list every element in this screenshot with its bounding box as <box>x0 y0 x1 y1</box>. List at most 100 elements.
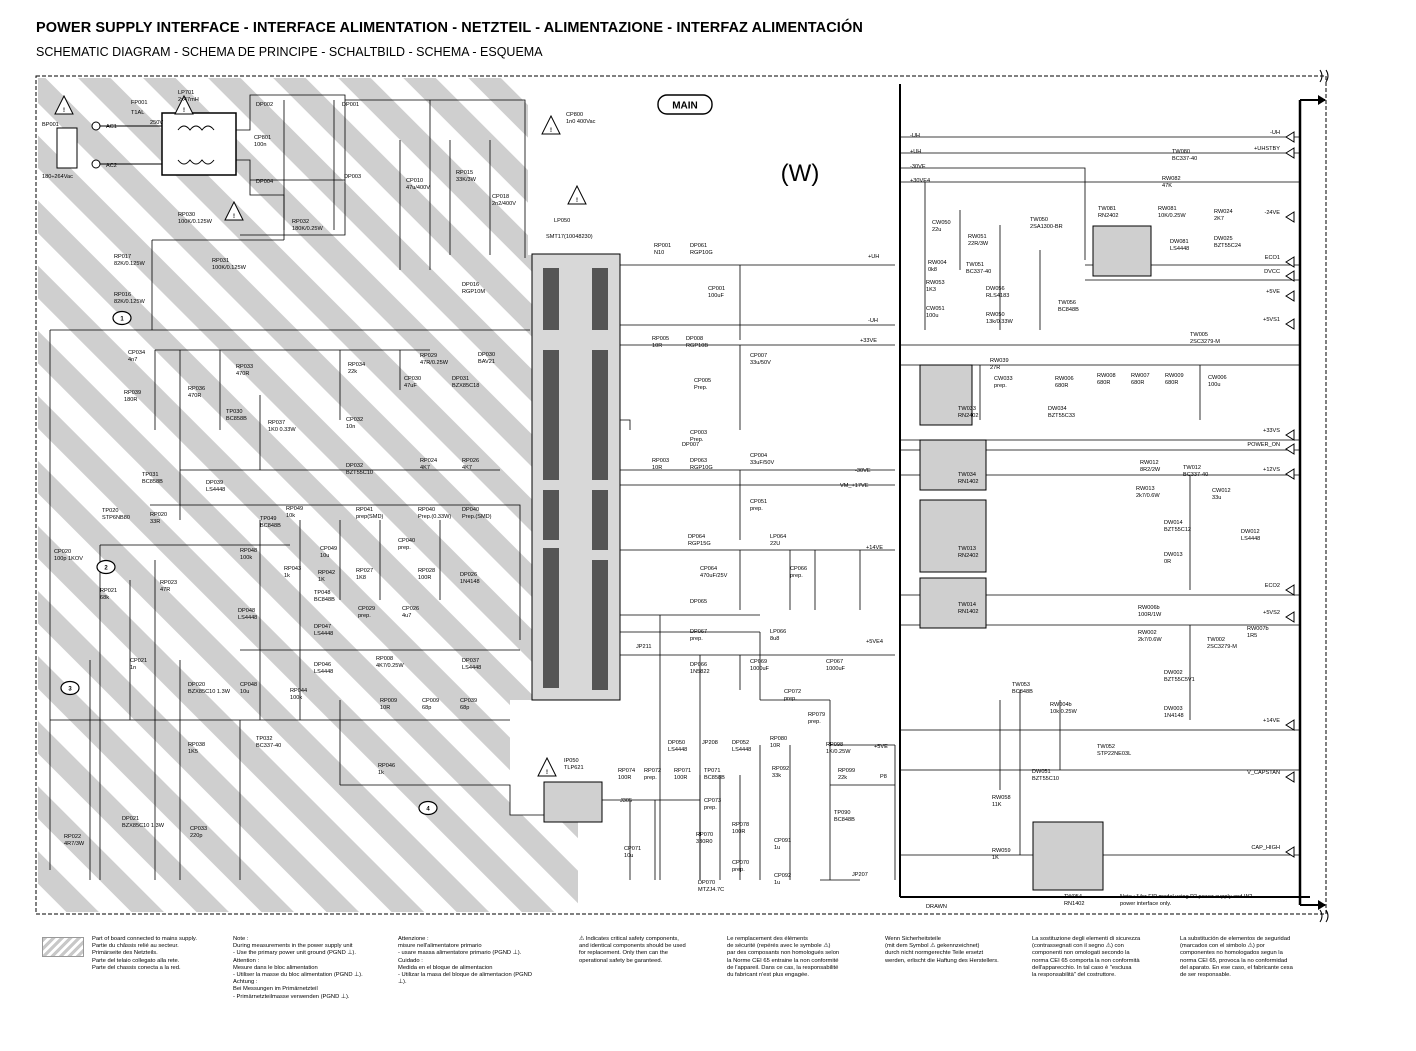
component-ref: RW058 <box>992 795 1011 801</box>
component-ref: RP099 <box>838 768 855 774</box>
svg-text:!: ! <box>576 198 578 204</box>
mains-input <box>56 112 237 176</box>
component-value: 0k8 <box>928 267 937 273</box>
component-value: 10R <box>380 705 390 711</box>
output-arrow-icon <box>1285 131 1295 143</box>
component-value: 22U <box>770 541 780 547</box>
component-ref: DP004 <box>256 179 273 185</box>
component-ref: TW005 <box>1190 332 1208 338</box>
component-value: 10u <box>624 853 633 859</box>
component-ref: DW012 <box>1241 529 1260 535</box>
note-safety-de: Wenn Sicherheitsteile (mit dem Symbol ⚠ … <box>885 936 999 964</box>
component-value: 2SC3279-M <box>1190 339 1220 345</box>
component-ref: RW004b <box>1050 702 1072 708</box>
component-value: 680R <box>1165 380 1178 386</box>
component-value: 10R <box>652 343 662 349</box>
callout-marker-label: 1 <box>120 317 124 323</box>
component-value: 10k <box>286 513 295 519</box>
component-value: 68p <box>460 705 469 711</box>
component-ref: RW013 <box>1136 486 1155 492</box>
svg-text:!: ! <box>183 108 185 114</box>
component-ref: RW012 <box>1140 460 1159 466</box>
component-value: prep(SMD) <box>356 514 383 520</box>
note-safety-it: La sostituzione degli elementi di sicure… <box>1032 936 1141 979</box>
component-ref: RP017 <box>114 254 131 260</box>
output-label: +5VS2 <box>1263 610 1280 616</box>
component-ref: CP091 <box>774 838 791 844</box>
mains-legend-swatch <box>42 937 84 957</box>
rail-label: +5VE <box>874 744 888 750</box>
component-ref: CP021 <box>130 658 147 664</box>
component-value: 100K/0.125W <box>212 265 247 271</box>
component-value: 4n7 <box>128 357 137 363</box>
output-label: -UH <box>1270 130 1280 136</box>
component-value: 4R7/3W <box>64 841 85 847</box>
component-value: 100R <box>418 575 431 581</box>
component-ref: CP072 <box>784 689 801 695</box>
output-label: CAP_HIGH <box>1251 845 1280 851</box>
component-ref: RP046 <box>378 763 395 769</box>
component-ref: RP079 <box>808 712 825 718</box>
component-value: LS4448 <box>314 631 333 637</box>
component-value: prep. <box>732 867 745 873</box>
component-value: 1u <box>774 880 780 886</box>
svg-text:!: ! <box>233 214 235 220</box>
output-label: -24VE <box>1264 210 1280 216</box>
component-value: 82K/0.125W <box>114 261 146 267</box>
rail-label: -UH <box>868 318 878 324</box>
component-value: 2k7/0.6W <box>1136 493 1160 499</box>
component-value: RN2402 <box>1098 213 1119 219</box>
component-value: 2n2/400V <box>492 201 516 207</box>
component-ref: DW002 <box>1164 670 1183 676</box>
component-value: 8u8 <box>770 636 779 642</box>
component-value: BC858B <box>226 416 247 422</box>
component-value: prep. <box>808 719 821 725</box>
component-ref: DW081 <box>1170 239 1189 245</box>
component-ref: DP066 <box>690 662 707 668</box>
component-value: BZX85C10 1.3W <box>188 689 231 695</box>
component-ref: TW081 <box>1098 206 1116 212</box>
component-ref: J305 <box>620 798 632 804</box>
component-value: RGP10B <box>686 343 708 349</box>
component-ref: TW053 <box>1012 682 1030 688</box>
component-ref: CP801 <box>254 135 271 141</box>
component-ref: CP064 <box>700 566 717 572</box>
component-ref: RW007b <box>1247 626 1269 632</box>
component-ref: TW080 <box>1172 149 1190 155</box>
component-value: 82K/0.125W <box>114 299 146 305</box>
component-value: 1R5 <box>1247 633 1257 639</box>
component-value: 100R <box>732 829 745 835</box>
output-label: +5VE <box>1266 289 1280 295</box>
component-value: 10K/0.25W <box>1158 213 1186 219</box>
component-ref: DW025 <box>1214 236 1233 242</box>
transformer-ref: LP050 <box>554 218 570 224</box>
main-badge <box>657 94 713 115</box>
component-value: prep. <box>358 613 371 619</box>
component-value: 33u <box>1212 495 1221 501</box>
component-ref: CP051 <box>750 499 767 505</box>
component-value: STP22NE03L <box>1097 751 1131 757</box>
component-value: 47u/400V <box>406 185 430 191</box>
component-ref: RP027 <box>356 568 373 574</box>
component-value: 68k <box>100 595 109 601</box>
component-value: 1N4148 <box>460 579 480 585</box>
component-value: 220p <box>190 833 202 839</box>
component-value: 100R/1W <box>1138 612 1162 618</box>
component-ref: RW081 <box>1158 206 1177 212</box>
component-value: 27R <box>990 365 1000 371</box>
component-ref: DP031 <box>452 376 469 382</box>
component-value: 1000uF <box>750 666 770 672</box>
note-it-es: Attenzione : misure nell'alimentatore pr… <box>398 936 533 986</box>
component-value: prep. <box>994 383 1007 389</box>
component-value: BZT55C5V1 <box>1164 677 1195 683</box>
component-ref: RW008 <box>1097 373 1116 379</box>
component-ref: DP007 <box>682 442 699 448</box>
component-value: Prep.(SMD) <box>462 514 492 520</box>
main-label: MAIN <box>672 101 698 112</box>
component-value: Prep.(0.33W) <box>418 514 451 520</box>
component-ref: DP052 <box>732 740 749 746</box>
component-ref: TP030 <box>226 409 242 415</box>
component-value: 10R <box>770 743 780 749</box>
